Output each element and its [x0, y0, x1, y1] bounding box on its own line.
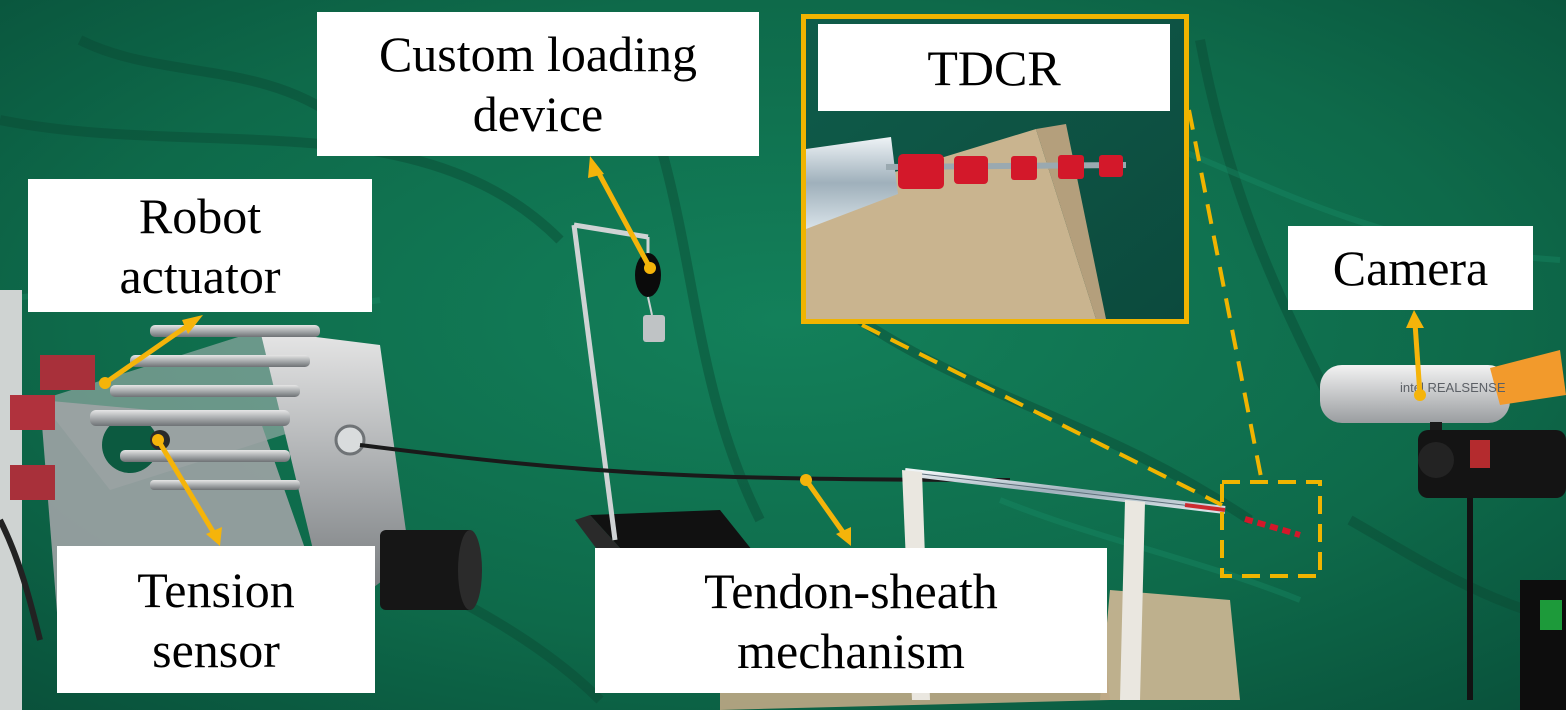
- label-tdcr: TDCR: [818, 24, 1170, 111]
- arrow-camera: [1412, 322, 1423, 396]
- label-camera: Camera: [1288, 226, 1533, 310]
- tdcr-highlight-box: [1220, 480, 1322, 578]
- clear-tube-closeup: [806, 137, 898, 229]
- tdcr-segment-4: [1058, 155, 1084, 179]
- tdcr-segment-3: [1011, 156, 1037, 180]
- label-custom-loading-device: Custom loading device: [317, 12, 759, 156]
- camera-brand-text: intel REALSENSE: [1400, 380, 1506, 395]
- arrow-robot-actuator: [103, 319, 195, 386]
- arrow-loading-device: [593, 166, 653, 270]
- arrow-head: [588, 156, 604, 178]
- label-tension-sensor: Tension sensor: [57, 546, 375, 693]
- tdcr-segments: [1244, 516, 1301, 538]
- annotation-arrows: [99, 156, 1426, 546]
- callout-line-left: [861, 323, 1223, 507]
- arrow-tension-sensor: [155, 438, 218, 537]
- tdcr-segment-1: [898, 154, 944, 189]
- right-box: [1520, 580, 1566, 710]
- motor: [380, 530, 482, 610]
- tdcr-segment-5: [1099, 155, 1123, 177]
- label-robot-actuator: Robot actuator: [28, 179, 372, 312]
- arrow-tendon-sheath: [803, 478, 848, 537]
- label-tendon-sheath-mechanism: Tendon-sheath mechanism: [595, 548, 1107, 693]
- tdcr-segment-2: [954, 156, 988, 184]
